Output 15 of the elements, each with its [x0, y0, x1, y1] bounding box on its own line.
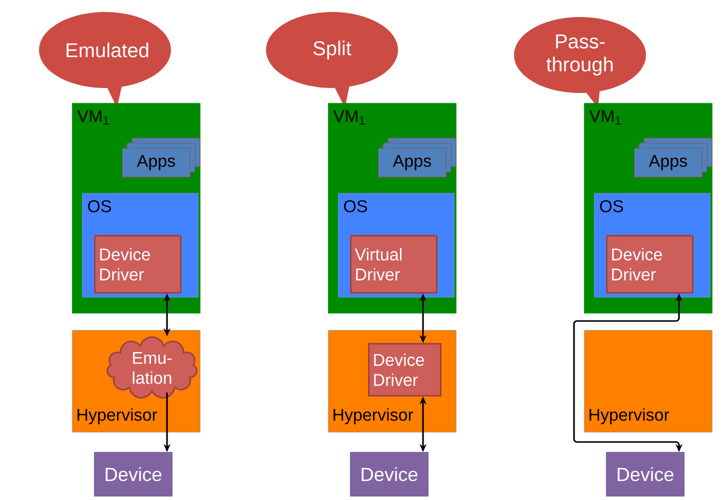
emulation-cloud: Emu- lation — [106, 336, 198, 399]
driver-box: Device Driver — [606, 235, 694, 294]
speech-bubble: Pass- through — [514, 17, 646, 108]
driver-box: Device Driver — [368, 343, 442, 396]
apps-stack: Apps — [634, 138, 712, 178]
driver-box: Virtual Driver — [350, 235, 438, 294]
hypervisor-box: Hypervisor — [584, 330, 712, 432]
apps-stack: Apps — [378, 138, 456, 178]
device-box: Device — [350, 452, 428, 496]
speech-bubble: Emulated — [39, 12, 171, 108]
apps-stack: Apps — [122, 138, 200, 178]
device-box: Device — [94, 452, 172, 496]
speech-bubble: Split — [266, 12, 398, 108]
device-box: Device — [606, 452, 684, 496]
driver-box: Device Driver — [94, 235, 182, 294]
